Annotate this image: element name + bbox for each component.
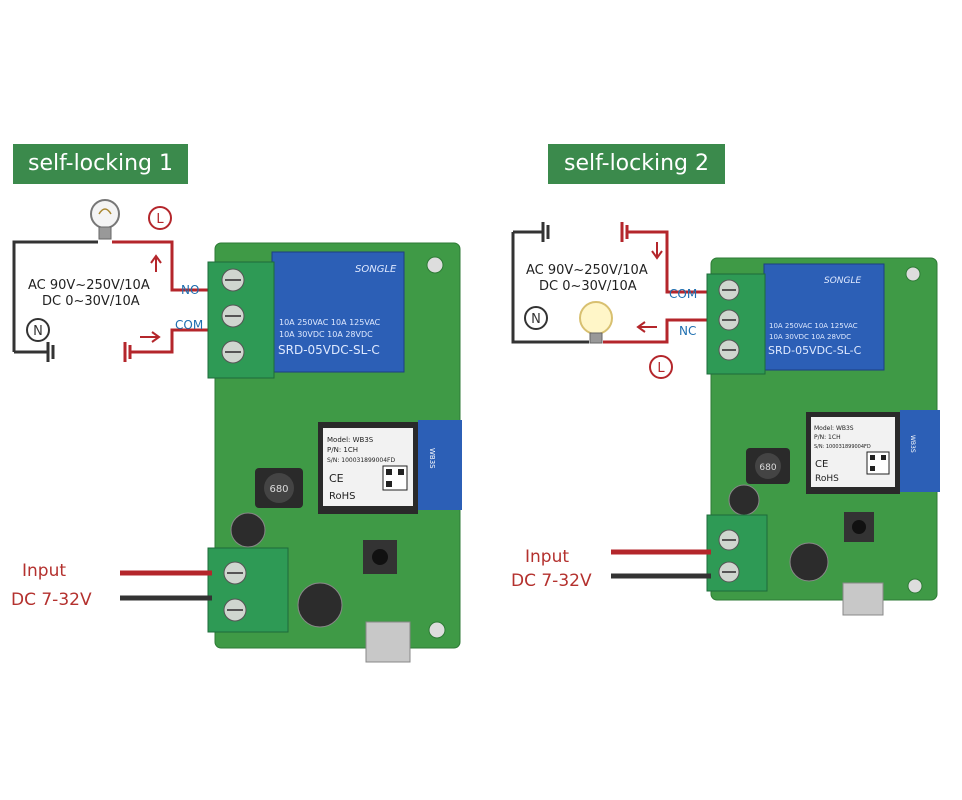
terminal-label-nc: NC xyxy=(679,324,696,338)
inductor: 680 xyxy=(255,468,303,508)
input-label: Input xyxy=(22,561,66,581)
module-model: Model: WB3S xyxy=(327,436,374,444)
input-label: Input xyxy=(525,547,569,567)
mount-hole-icon xyxy=(428,621,446,639)
module-sn: S/N: 100031899004FD xyxy=(814,444,871,450)
antenna-label: WB3S xyxy=(428,448,436,469)
wiring-diagram-1: N L AC 90V~250V/10A DC 0~30V/10A NO COM … xyxy=(11,199,462,663)
live-symbol: L xyxy=(156,212,164,227)
antenna: WB3S xyxy=(900,410,940,492)
inductor: 680 xyxy=(746,448,790,484)
load-circuit xyxy=(511,222,709,344)
module-pn: P/N: 1CH xyxy=(814,434,841,441)
panel-title: self-locking 1 xyxy=(13,144,188,184)
relay-spec-line1: 10A 250VAC 10A 125VAC xyxy=(279,318,381,327)
module-rohs: RoHS xyxy=(815,474,839,484)
relay-spec-line1: 10A 250VAC 10A 125VAC xyxy=(769,322,858,330)
load-rating-line2: DC 0~30V/10A xyxy=(42,294,140,309)
wiring-diagram-2: N L AC 90V~250V/10A DC 0~30V/10A COM NC … xyxy=(511,222,940,616)
wifi-module: Model: WB3S P/N: 1CH S/N: 100031899004FD… xyxy=(318,422,418,514)
panel-self-locking-1: self-locking 1 N xyxy=(11,144,462,663)
input-voltage: DC 7-32V xyxy=(511,571,592,591)
relay-brand: SONGLE xyxy=(824,276,862,286)
micro-usb-port xyxy=(365,621,411,663)
relay-spec-line2: 10A 30VDC 10A 28VDC xyxy=(769,333,851,341)
terminal-label-com: COM xyxy=(175,318,203,332)
relay-module-board: SONGLE 10A 250VAC 10A 125VAC 10A 30VDC 1… xyxy=(706,257,940,616)
module-rohs: RoHS xyxy=(329,491,355,502)
neutral-symbol-icon: N xyxy=(524,306,548,330)
relay-spec-line2: 10A 30VDC 10A 28VDC xyxy=(279,330,373,339)
relay-model: SRD-05VDC-SL-C xyxy=(768,344,862,357)
micro-usb-port xyxy=(842,582,884,616)
bulb-icon xyxy=(579,301,613,344)
input-terminal-block xyxy=(706,514,768,592)
module-pn: P/N: 1CH xyxy=(327,446,358,454)
terminal-label-no: NO xyxy=(181,283,199,297)
panel-title: self-locking 2 xyxy=(548,144,725,184)
relay: SONGLE 10A 250VAC 10A 125VAC 10A 30VDC 1… xyxy=(763,263,885,371)
load-rating-line1: AC 90V~250V/10A xyxy=(526,263,648,278)
capacitor xyxy=(789,542,829,582)
relay: SONGLE 10A 250VAC 10A 125VAC 10A 30VDC 1… xyxy=(271,251,405,373)
module-sn: S/N: 100031899004FD xyxy=(327,457,396,464)
live-symbol: L xyxy=(657,361,665,376)
terminal-label-com: COM xyxy=(669,287,697,301)
capacitor xyxy=(297,582,343,628)
live-symbol-icon: L xyxy=(649,355,673,379)
panel-self-locking-2: self-locking 2 N L AC 90V~250V/10A DC xyxy=(481,0,962,800)
inductor-marking: 680 xyxy=(269,484,288,495)
neutral-symbol: N xyxy=(33,324,43,339)
antenna-label: WB3S xyxy=(909,435,916,453)
output-terminal-block xyxy=(706,273,766,375)
relay-model: SRD-05VDC-SL-C xyxy=(278,343,380,357)
load-rating-line2: DC 0~30V/10A xyxy=(539,279,637,294)
mount-hole-icon xyxy=(426,256,444,274)
load-circuit xyxy=(12,240,212,362)
live-symbol-icon: L xyxy=(148,206,172,230)
capacitor xyxy=(230,512,266,548)
inductor-marking: 680 xyxy=(759,463,776,473)
relay-brand: SONGLE xyxy=(355,264,397,275)
relay-module-board: SONGLE 10A 250VAC 10A 125VAC 10A 30VDC 1… xyxy=(207,242,462,663)
input-terminal-block xyxy=(207,547,289,633)
neutral-symbol: N xyxy=(531,312,541,327)
output-terminal-block xyxy=(207,261,275,379)
input-voltage: DC 7-32V xyxy=(11,590,92,610)
antenna: WB3S xyxy=(418,420,462,510)
mount-hole-icon xyxy=(907,578,923,594)
load-rating-line1: AC 90V~250V/10A xyxy=(28,278,150,293)
capacitor xyxy=(728,484,760,516)
module-ce: CE xyxy=(329,472,344,485)
module-ce: CE xyxy=(815,459,828,470)
module-model: Model: WB3S xyxy=(814,425,854,432)
neutral-symbol-icon: N xyxy=(26,318,50,342)
wifi-module: Model: WB3S P/N: 1CH S/N: 100031899004FD… xyxy=(806,412,900,494)
mount-hole-icon xyxy=(905,266,921,282)
bulb-icon xyxy=(90,199,120,240)
